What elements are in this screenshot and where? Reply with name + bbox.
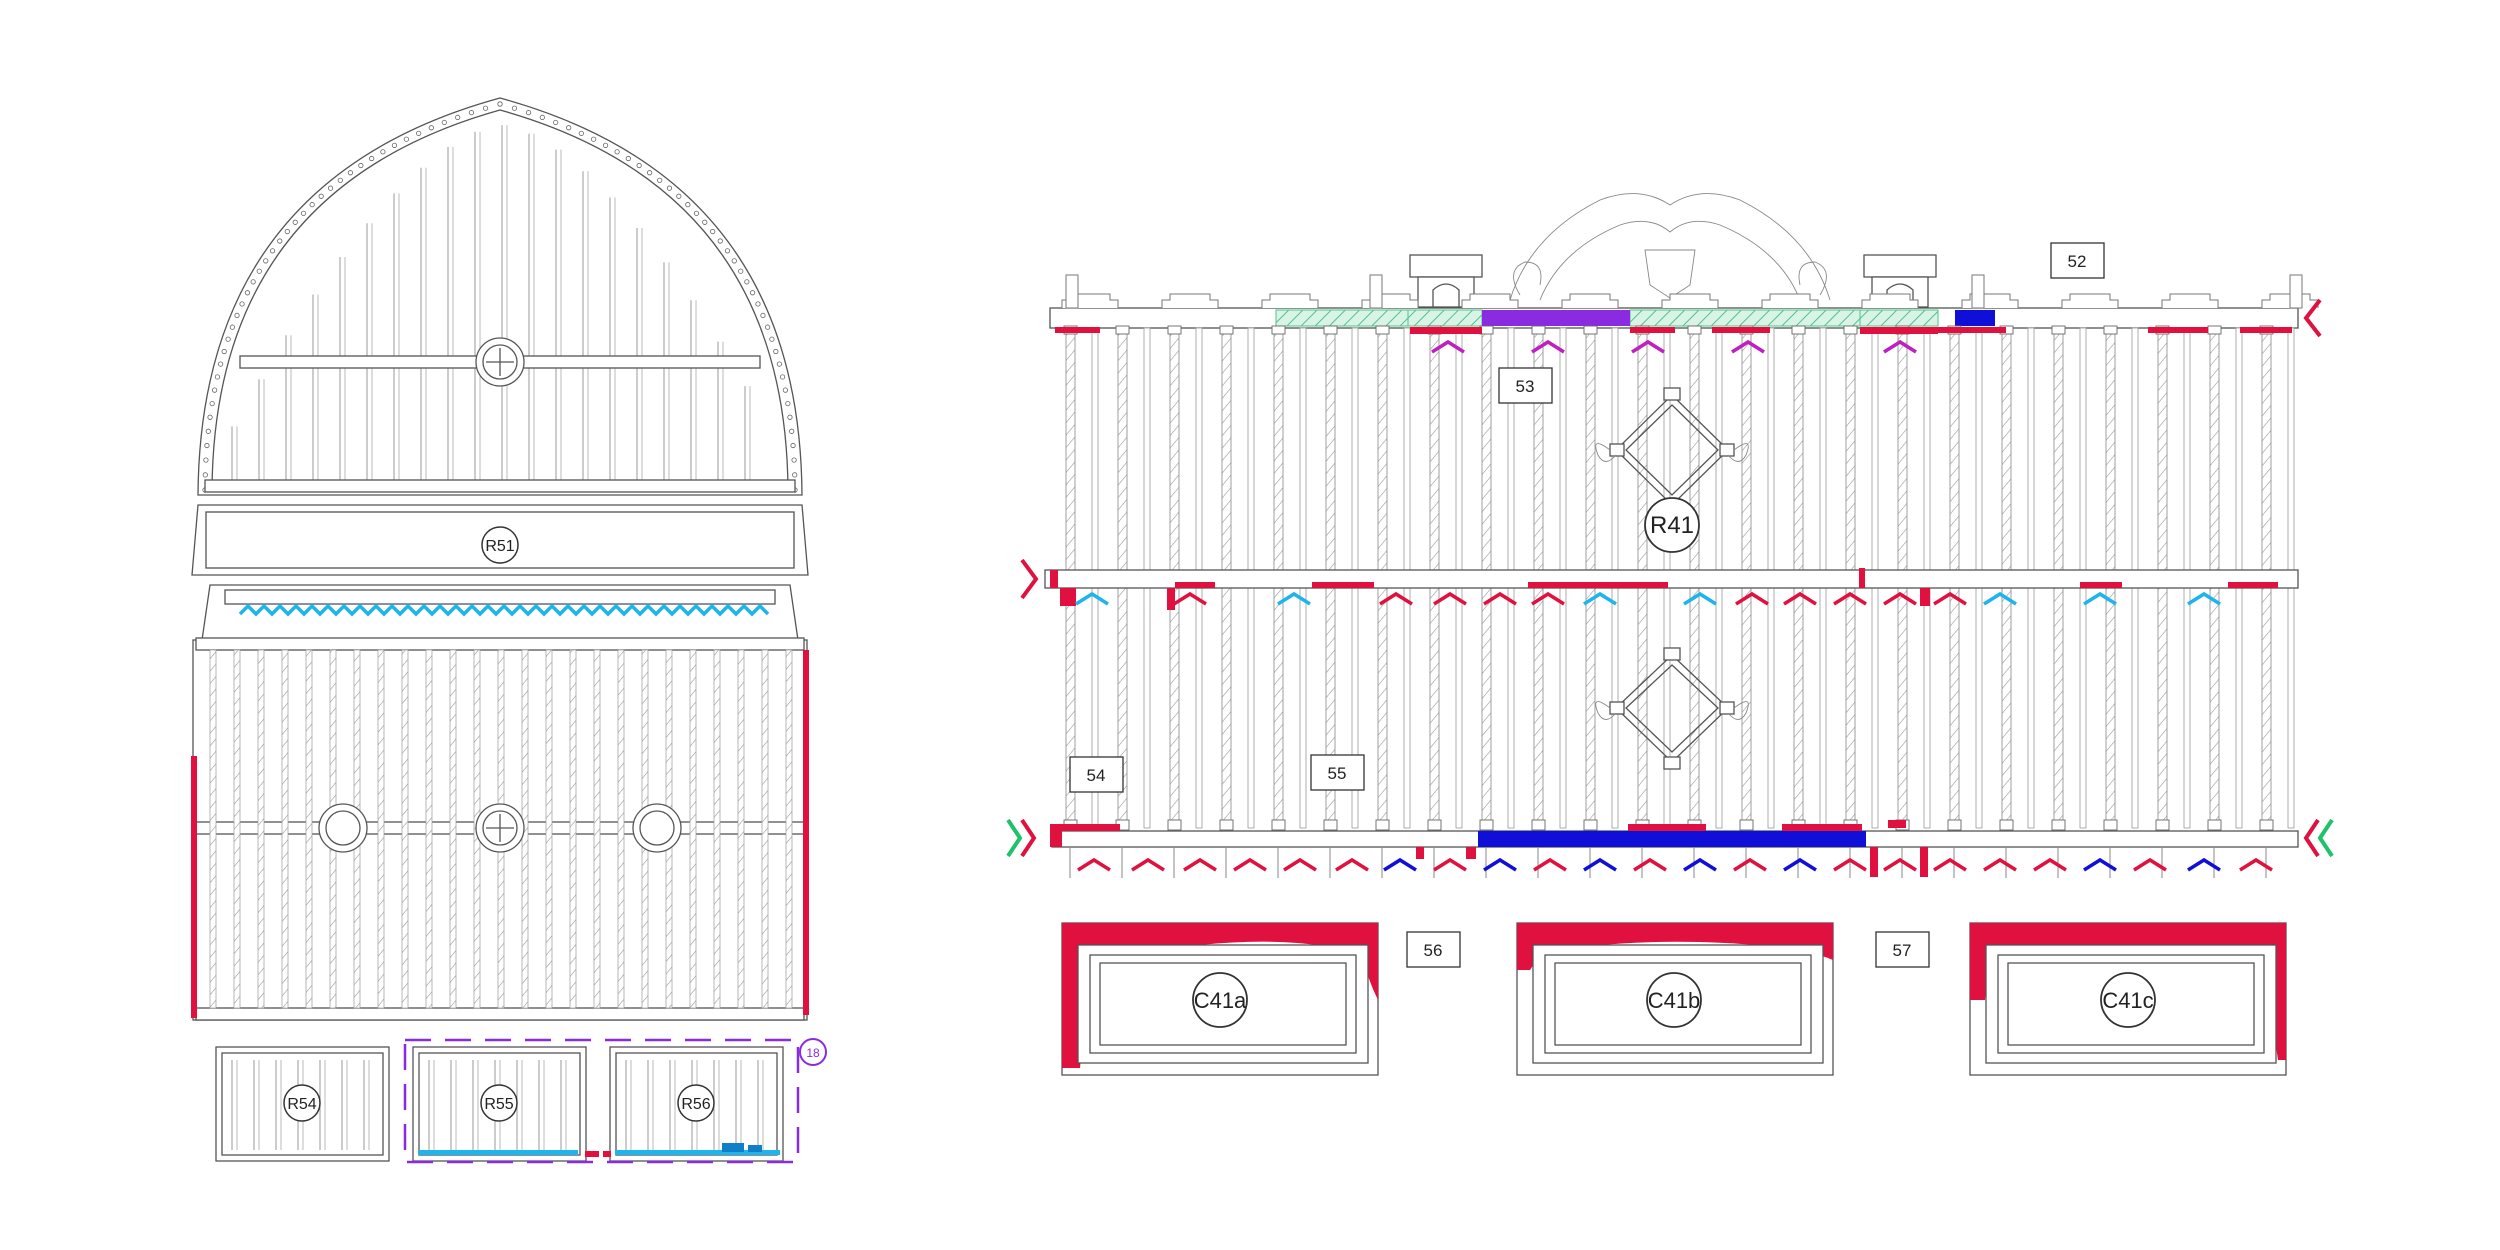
label-c41b: C41b (1646, 972, 1702, 1028)
cyan-zigzag-markers (238, 603, 770, 617)
label-c41a: C41a (1192, 972, 1248, 1028)
tag-54: 54 (1069, 756, 1124, 793)
side-arrow-markers (1006, 298, 2334, 858)
arched-gate-drawing (191, 97, 809, 1164)
svg-text:52: 52 (2068, 252, 2087, 271)
svg-text:C41b: C41b (1648, 988, 1701, 1013)
chevron-markers (1075, 339, 2273, 872)
red-segments (1050, 327, 2292, 877)
selection-frame-18 (403, 1038, 800, 1164)
railing-elevation (1006, 193, 2334, 1076)
label-r56: R56 (677, 1084, 715, 1122)
svg-text:R55: R55 (484, 1096, 513, 1113)
svg-text:R41: R41 (1650, 512, 1694, 539)
arch-vertical-bars (231, 125, 751, 480)
tag-53: 53 (1498, 367, 1553, 404)
label-r54: R54 (283, 1084, 321, 1122)
quatrefoil-upper (1595, 387, 1749, 506)
top-finials (1061, 274, 2319, 309)
arch-medallion (475, 337, 525, 387)
quatrefoil-lower (1595, 647, 1749, 770)
svg-text:56: 56 (1424, 941, 1443, 960)
lower-medallions (318, 803, 682, 853)
label-r41: R41 (1644, 497, 1700, 553)
label-r55: R55 (480, 1084, 518, 1122)
label-r51: R51 (481, 526, 519, 564)
svg-text:R51: R51 (485, 538, 514, 555)
svg-text:54: 54 (1087, 766, 1106, 785)
svg-text:R56: R56 (681, 1096, 710, 1113)
svg-text:57: 57 (1893, 941, 1912, 960)
tag-52: 52 (2050, 242, 2105, 279)
pier-ornament-right (1863, 254, 1937, 308)
tag-55: 55 (1310, 754, 1365, 791)
svg-text:C41a: C41a (1194, 988, 1247, 1013)
pier-ornament-left (1409, 254, 1483, 308)
tag-56: 56 (1406, 931, 1461, 968)
label-c41c: C41c (2100, 972, 2156, 1028)
svg-text:55: 55 (1328, 764, 1347, 783)
svg-text:18: 18 (806, 1046, 820, 1060)
svg-text:C41c: C41c (2102, 988, 2153, 1013)
tag-57: 57 (1875, 931, 1930, 968)
svg-text:R54: R54 (287, 1096, 316, 1113)
label-18: 18 (799, 1038, 827, 1066)
crest-ornament (1509, 193, 1831, 301)
svg-text:53: 53 (1516, 377, 1535, 396)
